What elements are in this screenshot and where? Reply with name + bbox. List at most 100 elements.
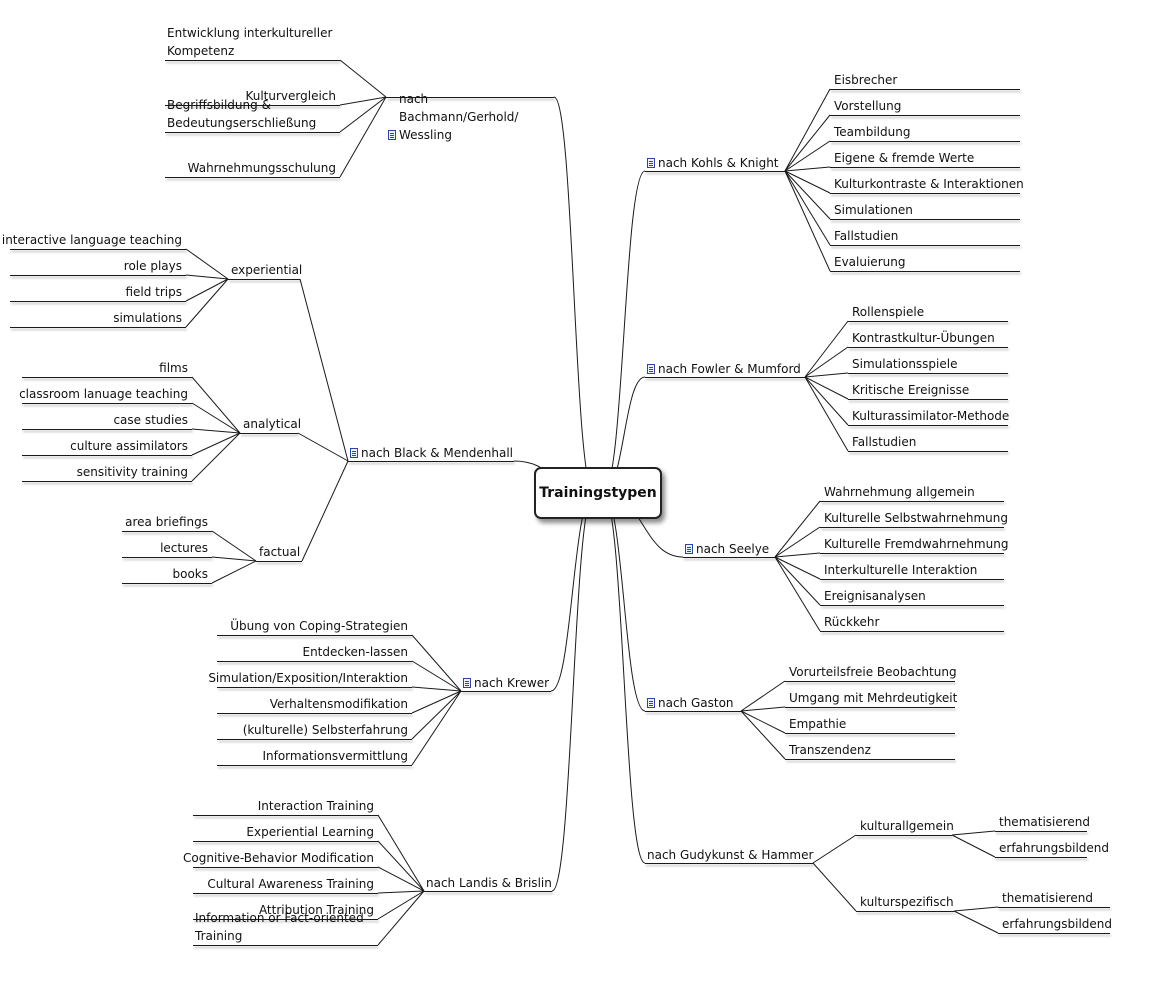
- leaf-books-connector: [211, 560, 257, 584]
- leaf-area-briefings[interactable]: area briefings: [125, 513, 208, 531]
- branch-nach-gaston[interactable]: nach Gaston: [647, 694, 734, 712]
- branch-nach-kohls-knight[interactable]: nach Kohls & Knight: [647, 154, 779, 172]
- leaf-fallstudien-label: Fallstudien: [852, 435, 917, 449]
- leaf-eigene-fremde-werte-underline: [830, 167, 1020, 168]
- leaf-cultural-awareness-training[interactable]: Cultural Awareness Training: [207, 875, 374, 893]
- leaf-bung-von-coping-strategien[interactable]: Übung von Coping-Strategien: [230, 617, 408, 635]
- leaf-interkulturelle-interaktion[interactable]: Interkulturelle Interaktion: [824, 561, 977, 579]
- leaf-thematisierend[interactable]: thematisierend: [1002, 889, 1093, 907]
- root-topic[interactable]: Trainingstypen: [534, 467, 662, 519]
- subtopic-experiential[interactable]: experiential: [231, 261, 302, 279]
- leaf-erfahrungsbildend[interactable]: erfahrungsbildend: [999, 839, 1109, 857]
- leaf-thematisierend[interactable]: thematisierend: [999, 813, 1090, 831]
- subtopic-kulturallgemein[interactable]: kulturallgemein: [860, 817, 954, 835]
- leaf-thematisierend-connector: [951, 830, 996, 836]
- leaf-sensitivity-training-underline: [22, 481, 192, 482]
- leaf-sensitivity-training[interactable]: sensitivity training: [77, 463, 188, 481]
- leaf-transzendenz[interactable]: Transzendenz: [789, 741, 871, 759]
- leaf-entwicklung-interkultureller-kompetenz[interactable]: Entwicklung interkultureller Kompetenz: [167, 24, 338, 60]
- leaf-cultural-awareness-training-label: Cultural Awareness Training: [207, 877, 374, 891]
- leaf-kulturvergleich[interactable]: Kulturvergleich: [245, 87, 336, 105]
- leaf-rollenspiele-underline: [848, 321, 1008, 322]
- leaf-fallstudien[interactable]: Fallstudien: [852, 433, 916, 451]
- branch-nach-krewer[interactable]: nach Krewer: [463, 674, 549, 692]
- leaf-kulturelle-selbstwahrnehmung[interactable]: Kulturelle Selbstwahrnehmung: [824, 509, 1008, 527]
- leaf-vorstellung[interactable]: Vorstellung: [834, 97, 901, 115]
- leaf-vorurteilsfreie-beobachtung[interactable]: Vorurteilsfreie Beobachtung: [789, 663, 957, 681]
- leaf-films[interactable]: films: [159, 359, 188, 377]
- leaf-interaction-training[interactable]: Interaction Training: [258, 797, 374, 815]
- leaf-vorurteilsfreie-beobachtung-label: Vorurteilsfreie Beobachtung: [789, 665, 957, 679]
- leaf-role-plays-label: role plays: [123, 259, 182, 273]
- leaf-evaluierung[interactable]: Evaluierung: [834, 253, 905, 271]
- leaf-ereignisanalysen[interactable]: Ereignisanalysen: [824, 587, 926, 605]
- leaf-begriffsbildung-bedeutungserschlie-ung[interactable]: Begriffsbildung & Bedeutungserschließung: [167, 96, 338, 132]
- leaf-attribution-training[interactable]: Attribution Training: [259, 901, 374, 919]
- leaf-wahrnehmungsschulung[interactable]: Wahrnehmungsschulung: [188, 159, 336, 177]
- leaf-wahrnehmung-allgemein[interactable]: Wahrnehmung allgemein: [824, 483, 975, 501]
- leaf-verhaltensmodifikation[interactable]: Verhaltensmodifikation: [270, 695, 408, 713]
- leaf-simulationen[interactable]: Simulationen: [834, 201, 913, 219]
- branch-nach-seelye[interactable]: nach Seelye: [685, 540, 769, 558]
- leaf-attribution-training-underline: [193, 919, 378, 920]
- leaf-teambildung[interactable]: Teambildung: [834, 123, 910, 141]
- leaf-simulations[interactable]: simulations: [113, 309, 182, 327]
- leaf-simulationsspiele[interactable]: Simulationsspiele: [852, 355, 957, 373]
- branch-nach-fowler-mumford[interactable]: nach Fowler & Mumford: [647, 360, 801, 378]
- leaf-lectures[interactable]: lectures: [160, 539, 208, 557]
- leaf-kritische-ereignisse[interactable]: Kritische Ereignisse: [852, 381, 969, 399]
- leaf-eigene-fremde-werte[interactable]: Eigene & fremde Werte: [834, 149, 974, 167]
- leaf-sensitivity-training-label: sensitivity training: [76, 465, 188, 479]
- subtopic-analytical[interactable]: analytical: [243, 415, 301, 433]
- branch-nach-krewer-underline: [461, 691, 551, 692]
- leaf-empathie[interactable]: Empathie: [789, 715, 846, 733]
- branch-nach-gudykunst-hammer-underline: [645, 863, 813, 864]
- branch-nach-gudykunst-hammer[interactable]: nach Gudykunst & Hammer: [647, 846, 813, 864]
- leaf-umgang-mit-mehrdeutigkeit[interactable]: Umgang mit Mehrdeutigkeit: [789, 689, 957, 707]
- leaf-fallstudien-connector: [784, 170, 831, 246]
- leaf-kulturelle-fremdwahrnehmung[interactable]: Kulturelle Fremdwahrnehmung: [824, 535, 1008, 553]
- leaf-culture-assimilators[interactable]: culture assimilators: [70, 437, 188, 455]
- leaf-erfahrungsbildend-underline: [998, 933, 1110, 934]
- leaf-classroom-lanuage-teaching[interactable]: classroom lanuage teaching: [19, 385, 188, 403]
- leaf-fallstudien[interactable]: Fallstudien: [834, 227, 898, 245]
- branch-nach-landis-brislin[interactable]: nach Landis & Brislin: [426, 874, 552, 892]
- leaf-kulturkontraste-interaktionen-label: Kulturkontraste & Interaktionen: [834, 177, 1024, 191]
- leaf-erfahrungsbildend-underline: [995, 857, 1087, 858]
- leaf-kulturkontraste-interaktionen[interactable]: Kulturkontraste & Interaktionen: [834, 175, 1024, 193]
- document-icon: [647, 698, 655, 708]
- leaf-kontrastkultur-bungen[interactable]: Kontrastkultur-Übungen: [852, 329, 995, 347]
- leaf-field-trips[interactable]: field trips: [125, 283, 182, 301]
- leaf-teambildung-underline: [830, 141, 1020, 142]
- leaf-case-studies[interactable]: case studies: [113, 411, 188, 429]
- leaf-experiential-learning[interactable]: Experiential Learning: [246, 823, 374, 841]
- leaf-information-or-fact-oriented-training[interactable]: Information or Fact-oriented Training: [195, 909, 376, 945]
- leaf-role-plays[interactable]: role plays: [124, 257, 182, 275]
- subtopic-kulturspezifisch-underline: [856, 911, 954, 912]
- branch-nach-bachmann-gerhold-wessling[interactable]: nach Bachmann/Gerhold/ Wessling: [388, 90, 549, 144]
- leaf-books[interactable]: books: [172, 565, 208, 583]
- leaf-interactive-language-teaching-connector: [185, 248, 229, 280]
- leaf-kulturassimilator-methode-label: Kulturassimilator-Methode: [852, 409, 1010, 423]
- leaf-entwicklung-interkultureller-kompetenz-underline: [165, 60, 340, 61]
- leaf-rollenspiele[interactable]: Rollenspiele: [852, 303, 924, 321]
- leaf-erfahrungsbildend[interactable]: erfahrungsbildend: [1002, 915, 1112, 933]
- leaf-cognitive-behavior-modification[interactable]: Cognitive-Behavior Modification: [183, 849, 374, 867]
- branch-nach-black-mendenhall[interactable]: nach Black & Mendenhall: [350, 444, 513, 462]
- subtopic-kulturspezifisch[interactable]: kulturspezifisch: [860, 893, 954, 911]
- subtopic-factual[interactable]: factual: [259, 543, 300, 561]
- leaf-kulturelle-selbsterfahrung[interactable]: (kulturelle) Selbsterfahrung: [243, 721, 408, 739]
- leaf-eisbrecher-underline: [830, 89, 1020, 90]
- leaf-kulturelle-selbsterfahrung-underline: [217, 739, 412, 740]
- leaf-interactive-language-teaching[interactable]: interactive language teaching: [2, 231, 182, 249]
- leaf-entdecken-lassen[interactable]: Entdecken-lassen: [302, 643, 408, 661]
- leaf-case-studies-underline: [22, 429, 192, 430]
- leaf-area-briefings-underline: [122, 531, 212, 532]
- leaf-simulation-exposition-interaktion[interactable]: Simulation/Exposition/Interaktion: [208, 669, 408, 687]
- leaf-informationsvermittlung[interactable]: Informationsvermittlung: [262, 747, 408, 765]
- leaf-eisbrecher[interactable]: Eisbrecher: [834, 71, 897, 89]
- leaf-case-studies-label: case studies: [113, 413, 188, 427]
- leaf-r-ckkehr[interactable]: Rückkehr: [824, 613, 879, 631]
- leaf-ereignisanalysen-underline: [820, 605, 1004, 606]
- leaf-kulturassimilator-methode[interactable]: Kulturassimilator-Methode: [852, 407, 1009, 425]
